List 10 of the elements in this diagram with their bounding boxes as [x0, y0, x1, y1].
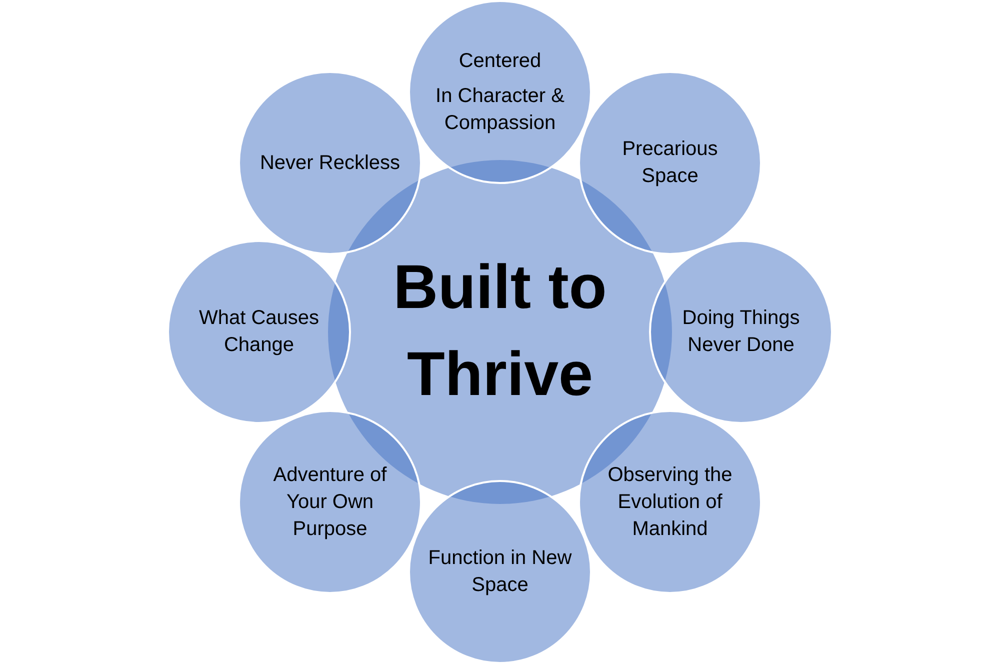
circle-label: Adventure of Your Own Purpose: [272, 462, 388, 542]
circle-label: Precarious Space: [621, 137, 719, 189]
circle-label: What Causes Change: [198, 306, 320, 358]
circle-label: In Character & Compassion: [434, 84, 566, 136]
center-title: Built to Thrive: [392, 252, 608, 411]
circle-label: Never Reckless: [258, 150, 402, 176]
circle-label: Doing Things Never Done: [681, 306, 801, 358]
circle-label: Observing the Evolution of Mankind: [606, 462, 734, 542]
circle-label: Function in New Space: [427, 546, 573, 598]
circle-label: Centered: [458, 48, 542, 74]
